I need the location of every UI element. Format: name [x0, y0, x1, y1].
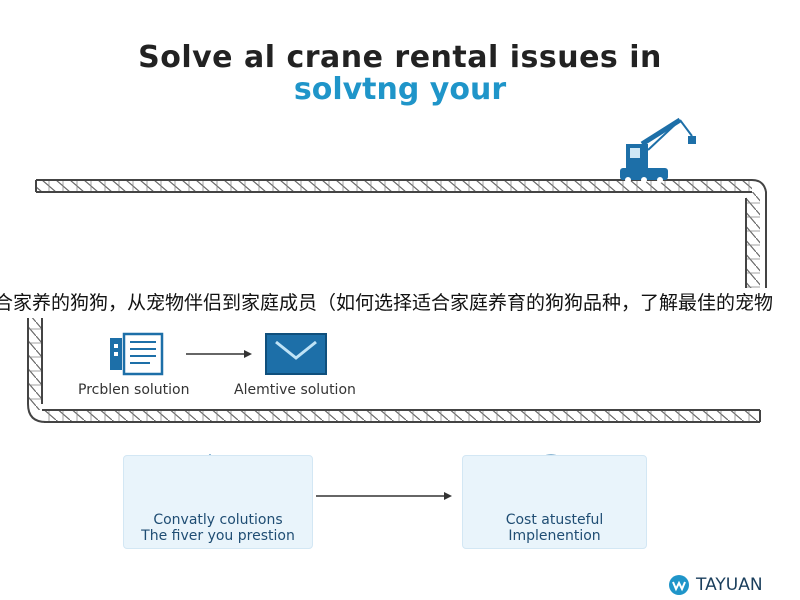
document-icon [110, 332, 164, 376]
card-cost-line1: Cost atusteful [505, 512, 604, 528]
card-convenient-line2: The fiver you prestion [141, 528, 295, 544]
brand-name: TAYUAN [696, 575, 763, 595]
diagram-title: Solve al crane rental issues in [138, 40, 662, 75]
diagram-subtitle: solvtng your [293, 72, 507, 107]
truss-right [745, 179, 767, 290]
truss-bottom [42, 409, 761, 423]
brand-logo-icon [669, 575, 689, 595]
alternative-solution-label: Alemtive solution [234, 382, 356, 398]
brand-logo: TAYUAN [668, 574, 763, 596]
envelope-box-icon [265, 333, 327, 375]
card-cost-implementation: Cost atusteful Implenention [462, 455, 647, 549]
arrow-icon [186, 350, 252, 358]
truss-left [27, 318, 47, 423]
card-convenient-solutions: Convatly colutions The fiver you prestio… [123, 455, 313, 549]
card-convenient-line1: Convatly colutions [153, 512, 283, 528]
crane-icon [620, 117, 696, 183]
overlay-banner-text: 合家养的狗狗，从宠物伴侣到家庭成员（如何选择适合家庭养育的狗狗品种，了解最佳的宠… [0, 288, 800, 318]
card-cost-line2: Implenention [508, 528, 601, 544]
problem-solution-label: Prcblen solution [78, 382, 190, 398]
arrow-icon [316, 492, 452, 500]
